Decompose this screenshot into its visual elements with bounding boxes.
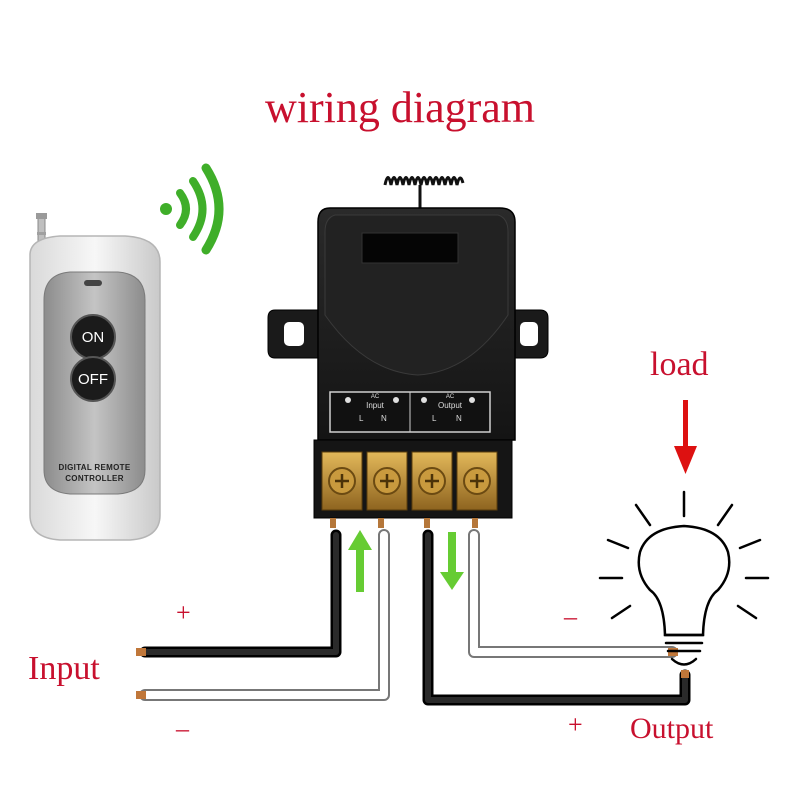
terminal-input-label: Input: [366, 401, 384, 410]
output-flow-arrow: [440, 532, 464, 590]
off-button-label: OFF: [78, 370, 108, 388]
on-button[interactable]: ON: [70, 314, 116, 360]
input-flow-arrow: [348, 530, 372, 592]
relay-label-window: [361, 232, 459, 264]
load-arrow: [674, 400, 697, 474]
remote-led: [84, 280, 102, 286]
terminal-output-label: Output: [437, 401, 462, 410]
output-plus-label: +: [568, 710, 583, 739]
on-button-label: ON: [81, 328, 105, 346]
signal-icon: [160, 163, 224, 255]
output-wires: [422, 529, 691, 706]
terminal-ac-input: AC: [370, 394, 380, 400]
output-minus-label: –: [564, 602, 577, 631]
terminal-screws: [321, 451, 498, 511]
relay-module: [267, 176, 549, 528]
off-button[interactable]: OFF: [70, 356, 116, 402]
light-bulb-icon: [598, 490, 770, 666]
diagram-title: wiring diagram: [264, 83, 536, 132]
terminal-n1: N: [381, 414, 387, 423]
terminal-l1: L: [359, 414, 364, 423]
input-plus-label: +: [176, 598, 191, 627]
output-label: Output: [630, 712, 714, 745]
remote-brand-line2: CONTROLLER: [65, 474, 124, 483]
terminal-ac-output: AC: [445, 394, 455, 400]
terminal-n2: N: [456, 414, 462, 423]
remote-brand-line1: DIGITAL REMOTE: [58, 463, 131, 472]
input-label: Input: [28, 650, 100, 687]
load-label: load: [650, 346, 709, 383]
input-minus-label: –: [176, 714, 189, 743]
terminal-l2: L: [432, 414, 437, 423]
input-wires: [139, 529, 390, 701]
relay-antenna-coil: [383, 176, 465, 210]
